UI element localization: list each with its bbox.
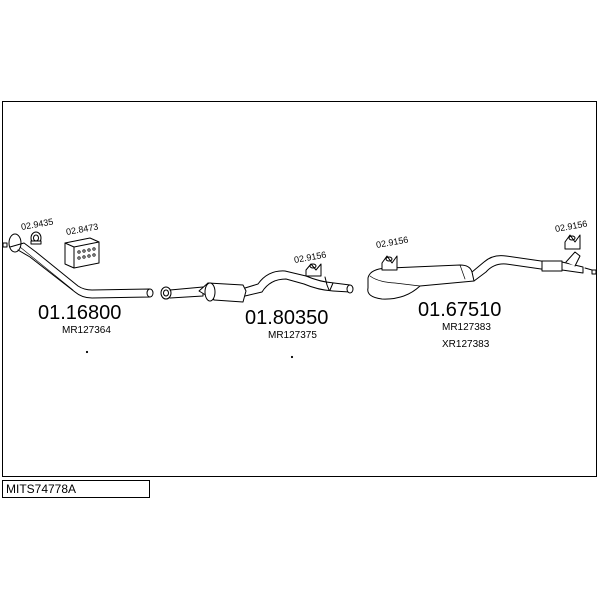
ref-front-pipe-1: MR127364 <box>62 325 111 336</box>
centre-silencer-part[interactable] <box>160 270 354 303</box>
clamp-02-9435[interactable] <box>30 231 42 245</box>
part-number-centre-silencer: 01.80350 <box>245 307 329 329</box>
drawing-code: MITS74778A <box>2 480 150 498</box>
diagram-frame <box>2 101 597 477</box>
ref-rear-silencer-2: XR127383 <box>442 339 490 350</box>
front-pipe-part[interactable] <box>2 233 154 299</box>
hanger-02-9156-rear[interactable] <box>381 255 398 271</box>
ref-centre-silencer-1: MR127375 <box>268 330 317 341</box>
mounting-kit-02-8473[interactable] <box>64 237 100 269</box>
ref-rear-silencer-1: MR127383 <box>442 322 491 333</box>
hanger-02-9156-centre[interactable] <box>305 263 334 291</box>
part-number-front-pipe: 01.16800 <box>38 302 122 324</box>
part-number-rear-silencer: 01.67510 <box>418 299 502 321</box>
hanger-02-9156-tail[interactable] <box>564 234 581 250</box>
rear-silencer-part[interactable] <box>367 251 597 300</box>
